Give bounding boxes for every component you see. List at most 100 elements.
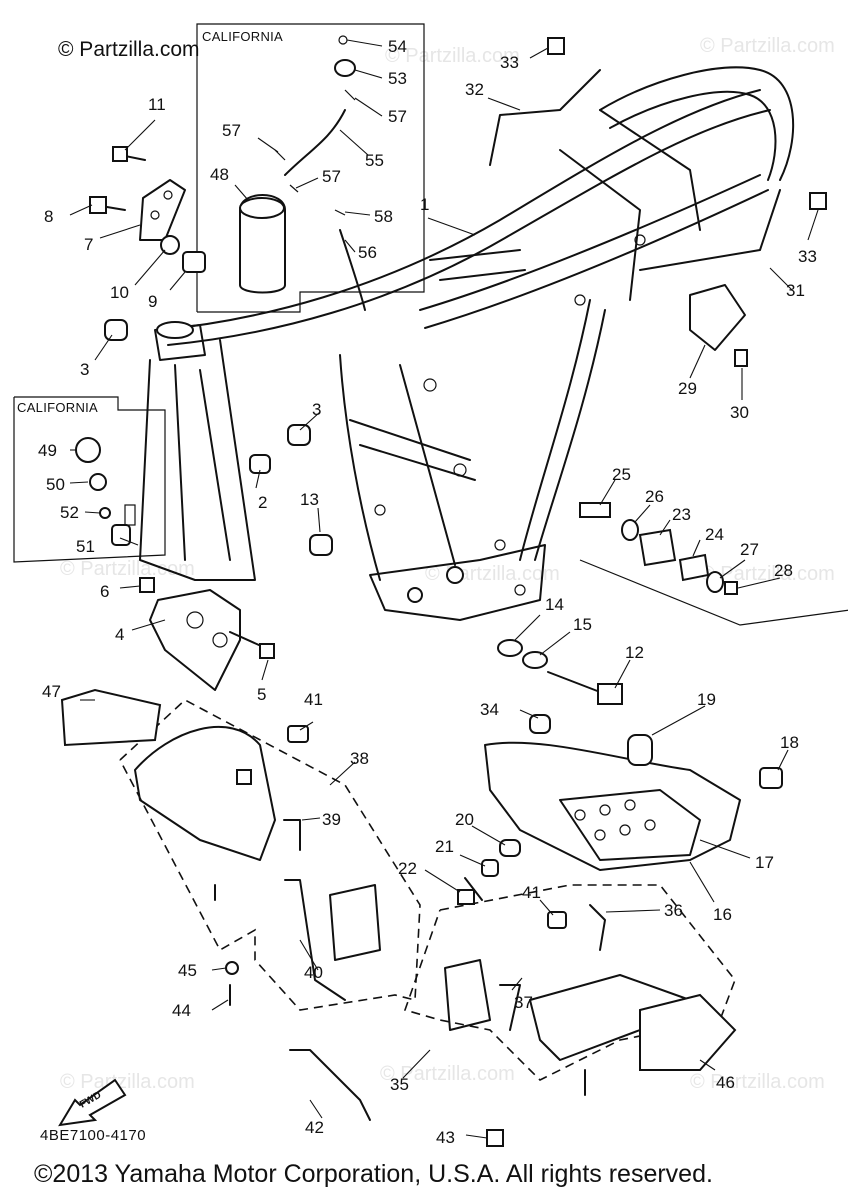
callout-9: 9 (148, 292, 157, 311)
main-frame (139, 66, 795, 621)
california-label-left: CALIFORNIA (17, 400, 98, 415)
callout-2: 2 (258, 493, 267, 512)
callout-37: 37 (514, 993, 533, 1012)
callout-52: 52 (60, 503, 79, 522)
engine-mount-plate (89, 146, 206, 273)
callout-42: 42 (305, 1118, 324, 1137)
callout-3: 3 (312, 400, 321, 419)
cap-3b (104, 319, 128, 341)
callout-51: 51 (76, 537, 95, 556)
callout-24: 24 (705, 525, 724, 544)
watermark: © Partzilla.com (385, 45, 520, 67)
callout-57b: 57 (322, 167, 341, 186)
callout-56: 56 (358, 243, 377, 262)
pivot-bolt-head (597, 683, 623, 705)
california-label-top: CALIFORNIA (202, 29, 283, 44)
callout-34: 34 (480, 700, 499, 719)
callout-18: 18 (780, 733, 799, 752)
callout-58: 58 (374, 207, 393, 226)
callout-6: 6 (100, 582, 109, 601)
callout-14: 14 (545, 595, 564, 614)
callout-43: 43 (436, 1128, 455, 1147)
callout-35: 35 (390, 1075, 409, 1094)
callout-41b: 41 (522, 883, 541, 902)
callout-53: 53 (388, 69, 407, 88)
callout-11: 11 (148, 95, 166, 114)
cap-2 (249, 454, 271, 474)
washer-14 (497, 639, 523, 657)
callout-27: 27 (740, 540, 759, 559)
stay-32 (489, 69, 601, 166)
washer-27 (706, 571, 724, 593)
watermark: © Partzilla.com (700, 35, 835, 57)
callout-5: 5 (257, 685, 266, 704)
callout-26: 26 (645, 487, 664, 506)
callout-21: 21 (435, 837, 454, 856)
callout-29: 29 (678, 379, 697, 398)
callout-46: 46 (716, 1073, 735, 1092)
callout-19: 19 (697, 690, 716, 709)
callout-47: 47 (42, 682, 61, 701)
callout-36: 36 (664, 901, 683, 920)
washer-15 (522, 651, 548, 669)
callout-54: 54 (388, 37, 407, 56)
callout-32: 32 (465, 80, 484, 99)
watermark: © Partzilla.com (690, 1071, 825, 1093)
callout-12: 12 (625, 643, 644, 662)
fwd-arrow: FWD (58, 1078, 127, 1127)
cap-3 (287, 424, 311, 446)
callout-4: 4 (115, 625, 124, 644)
watermark: © Partzilla.com (60, 1071, 195, 1093)
washer-26 (621, 519, 639, 541)
copyright-notice: ©2013 Yamaha Motor Corporation, U.S.A. A… (34, 1160, 713, 1188)
callout-40: 40 (304, 963, 323, 982)
callout-57: 57 (222, 121, 241, 140)
stay-31 (639, 189, 781, 271)
brand-watermark: © Partzilla.com (58, 38, 200, 61)
bushing-23 (638, 528, 677, 567)
left-side-cover (60, 688, 421, 1011)
callout-25: 25 (612, 465, 631, 484)
canister-assembly (239, 35, 366, 311)
callout-49: 49 (38, 441, 57, 460)
callout-57c: 57 (388, 107, 407, 126)
bolt-25 (579, 502, 611, 518)
leader-frame-23 (579, 559, 848, 626)
watermark: © Partzilla.com (425, 563, 560, 585)
bracket-29 (689, 284, 746, 351)
callout-22: 22 (398, 859, 417, 878)
nut-28 (724, 581, 738, 595)
callout-30: 30 (730, 403, 749, 422)
callout-1: 1 (420, 195, 429, 214)
callout-38: 38 (350, 749, 369, 768)
callout-33: 33 (500, 53, 519, 72)
watermark: © Partzilla.com (60, 558, 195, 580)
callout-44: 44 (172, 1001, 191, 1020)
california-box-top: CALIFORNIA (196, 23, 425, 313)
nut-6 (139, 577, 155, 593)
callout-31: 31 (786, 281, 805, 300)
callout-3b: 3 (80, 360, 89, 379)
bolt-5 (259, 643, 275, 659)
callout-7: 7 (84, 235, 93, 254)
callout-45: 45 (178, 961, 197, 980)
skid-plate (457, 714, 783, 905)
callout-labels: 1 2 3 3 4 5 6 7 8 9 10 11 12 13 14 15 16… (38, 37, 817, 1147)
callout-28: 28 (774, 561, 793, 580)
callout-50: 50 (46, 475, 65, 494)
watermark: © Partzilla.com (380, 1063, 515, 1085)
collar-24 (678, 553, 710, 582)
right-side-cover (289, 884, 737, 1147)
callout-20: 20 (455, 810, 474, 829)
callout-33b: 33 (798, 247, 817, 266)
callout-15: 15 (573, 615, 592, 634)
callout-41: 41 (304, 690, 323, 709)
callout-10: 10 (110, 283, 129, 302)
callout-17: 17 (755, 853, 774, 872)
bolt-33 (547, 37, 565, 55)
callout-13: 13 (300, 490, 319, 509)
callout-55: 55 (365, 151, 384, 170)
pivot-bolt-12 (547, 671, 601, 693)
engine-bracket (139, 577, 275, 691)
